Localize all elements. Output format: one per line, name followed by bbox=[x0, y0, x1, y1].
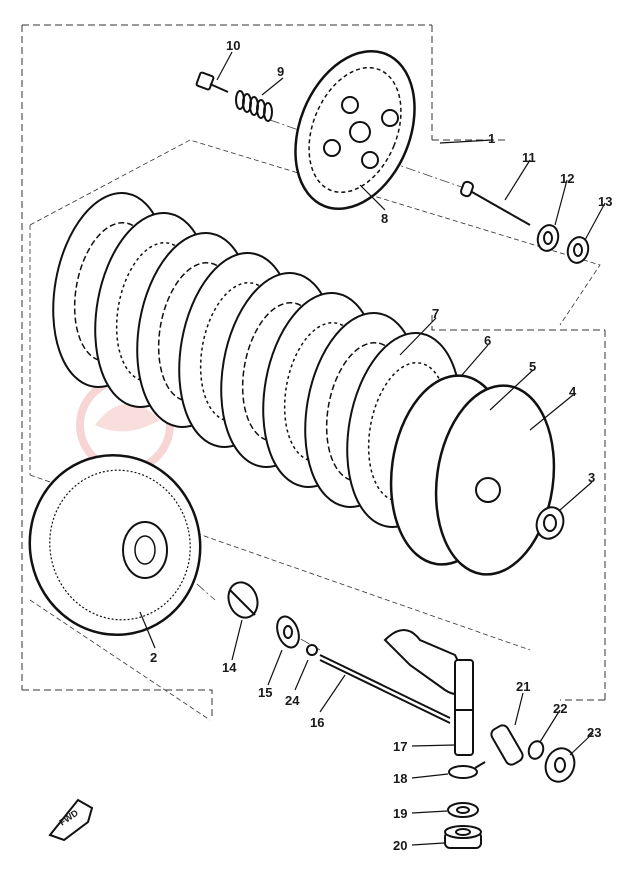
callout-17: 17 bbox=[393, 739, 407, 754]
spacer-washer bbox=[276, 615, 300, 649]
callout-15: 15 bbox=[258, 685, 272, 700]
bolt bbox=[195, 71, 229, 93]
callout-19: 19 bbox=[393, 806, 407, 821]
callout-3: 3 bbox=[588, 470, 595, 485]
adjusting-screw bbox=[490, 724, 524, 766]
oil-seal bbox=[447, 802, 479, 818]
callout-20: 20 bbox=[393, 838, 407, 853]
push-lever-shaft bbox=[383, 629, 474, 756]
callout-labels: 10 9 8 1 11 12 13 7 6 5 4 3 2 14 15 24 1… bbox=[150, 38, 612, 853]
callout-11: 11 bbox=[522, 150, 536, 165]
callout-16: 16 bbox=[310, 715, 324, 730]
adjust-nut bbox=[544, 747, 576, 783]
callout-21: 21 bbox=[516, 679, 530, 694]
spacer bbox=[227, 581, 259, 619]
callout-12: 12 bbox=[560, 171, 574, 186]
callout-23: 23 bbox=[587, 725, 601, 740]
push-rod-long bbox=[319, 654, 451, 724]
leader-lines bbox=[139, 51, 606, 846]
bearing bbox=[444, 825, 482, 849]
callout-7: 7 bbox=[432, 306, 439, 321]
pressure-plate bbox=[294, 49, 416, 211]
callout-10: 10 bbox=[226, 38, 240, 53]
washer bbox=[566, 236, 590, 264]
callout-24: 24 bbox=[285, 693, 300, 708]
clutch-boss bbox=[389, 374, 556, 576]
callout-13: 13 bbox=[598, 194, 612, 209]
callout-9: 9 bbox=[277, 64, 284, 79]
callout-8: 8 bbox=[381, 211, 388, 226]
callout-5: 5 bbox=[529, 359, 536, 374]
callout-22: 22 bbox=[553, 701, 567, 716]
thrust-washer bbox=[535, 506, 565, 540]
callout-6: 6 bbox=[484, 333, 491, 348]
lock-nut bbox=[536, 224, 560, 252]
o-ring bbox=[527, 740, 545, 760]
callout-18: 18 bbox=[393, 771, 407, 786]
push-rod bbox=[460, 180, 531, 226]
spring-clip bbox=[448, 761, 486, 779]
assembly-outline bbox=[21, 24, 606, 718]
callout-14: 14 bbox=[222, 660, 237, 675]
callout-4: 4 bbox=[569, 384, 577, 399]
steel-ball bbox=[306, 644, 318, 656]
callout-2: 2 bbox=[150, 650, 157, 665]
callout-1: 1 bbox=[488, 131, 495, 146]
fwd-arrow-icon: FWD bbox=[48, 798, 94, 842]
primary-driven-gear bbox=[28, 453, 202, 637]
clutch-spring bbox=[235, 90, 273, 122]
